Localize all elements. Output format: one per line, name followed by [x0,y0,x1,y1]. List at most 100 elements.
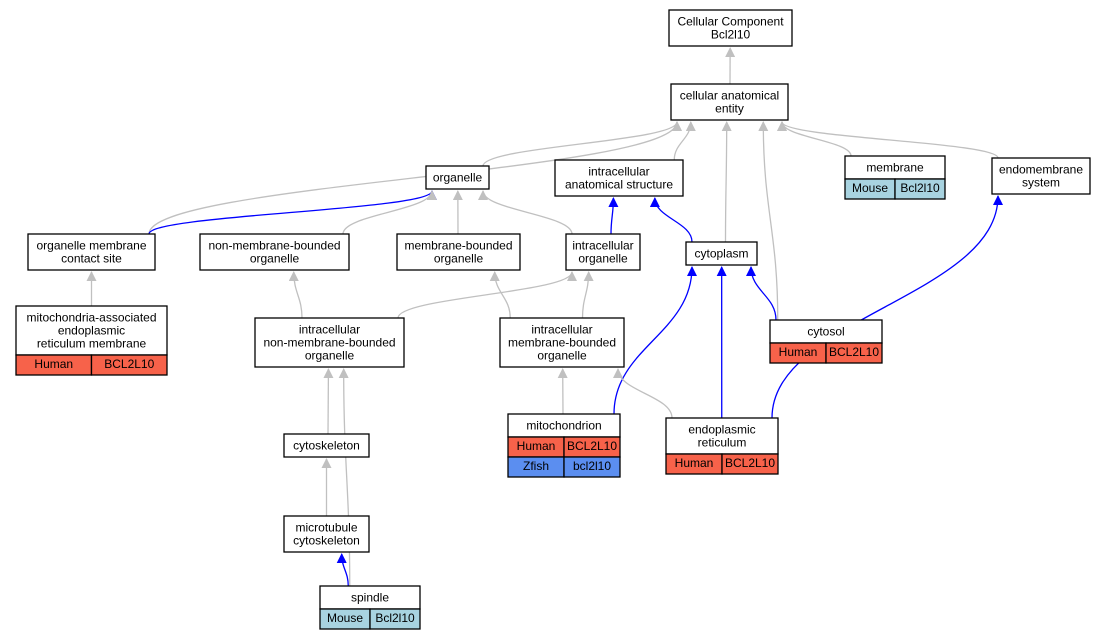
is-a-edge-er-to-imbo [613,368,673,419]
term-label-line: reticulum membrane [37,337,147,351]
term-label-line: cytoskeleton [293,534,360,548]
term-node-inmbo[interactable]: intracellularnon-membrane-boundedorganel… [254,317,405,368]
gene-cell [563,456,621,478]
term-label-line: membrane [866,161,924,175]
part-of-edge-spindle-to-mtcs [336,553,349,587]
gene-label: Bcl2l10 [900,181,940,195]
gene-cell [721,453,779,475]
gene-cell [90,354,168,376]
term-box [554,159,684,197]
is-a-edge-endomembrane-to-cae [777,121,999,159]
term-label-line: Cellular Component [677,15,784,29]
term-box [27,233,156,271]
is-a-edge-io-to-organelle [478,190,573,235]
term-label-line: endoplasmic [58,324,125,338]
term-box [499,317,625,368]
species-label: Zfish [523,459,549,473]
gene-cell [825,342,883,364]
term-label-line: cellular anatomical [680,89,779,103]
term-label-line: microtubule [295,521,357,535]
term-label-line: organelle [578,252,628,266]
gene-label: bcl2l10 [573,459,611,473]
is-a-edge-spindle-to-inmbo [338,368,351,587]
is-a-edge-cytosol-to-cae [758,121,779,321]
term-label-line: reticulum [698,436,747,450]
gene-cell [369,608,421,630]
term-label-line: contact site [61,252,122,266]
term-box [254,317,405,368]
gene-label: BCL2L10 [567,439,617,453]
gene-label: Bcl2l10 [375,611,415,625]
term-label-line: anatomical structure [565,178,673,192]
term-label-line: mitochondrion [526,419,601,433]
term-box [425,165,490,190]
is-a-edge-cytoplasm-to-cae [721,121,732,243]
term-label-line: cytoskeleton [293,439,360,453]
term-label-line: non-membrane-bounded [263,336,395,350]
species-label: Mouse [852,181,888,195]
term-label-line: organelle membrane [36,239,146,253]
term-label-line: spindle [351,591,389,605]
term-label-line: endomembrane [999,163,1083,177]
part-of-edge-mito-to-cytoplasm [613,266,697,415]
part-of-edge-cytoplasm-to-ias [649,197,693,243]
term-label-line: endoplasmic [688,423,755,437]
term-node-mam[interactable]: mitochondria-associatedendoplasmicreticu… [15,305,168,376]
term-label-line: Bcl2l10 [711,28,751,42]
part-of-edge-er-to-endomembrane [771,195,1003,419]
term-box [283,515,370,553]
is-a-edge-imbo-to-mbo [489,271,511,319]
term-box [199,233,350,271]
term-label-line: membrane-bounded [508,336,616,350]
part-of-edge-io-to-ias [608,197,619,235]
term-label-line: intracellular [299,323,360,337]
term-node-organelle[interactable]: organelle [425,165,490,190]
term-label-line: entity [715,102,744,116]
species-label: Human [517,439,556,453]
is-a-edge-imbo-to-io [581,271,594,319]
term-box [15,305,168,356]
term-label-line: cytosol [807,325,844,339]
species-label: Human [779,345,818,359]
part-of-edge-cytosol-to-cytoplasm [746,266,777,321]
term-label-line: organelle [305,349,355,363]
term-box [668,9,793,47]
is-a-edge-omcs-to-cae [148,121,682,235]
gene-label: BCL2L10 [829,345,879,359]
gene-label: BCL2L10 [104,357,154,371]
term-label-line: organelle [433,171,483,185]
edges-layer [86,47,1003,587]
term-node-cytoskeleton[interactable]: cytoskeleton [283,433,370,458]
term-label-line: system [1022,176,1060,190]
gene-cell [894,178,946,200]
term-box [565,233,641,271]
term-label-line: organelle [250,252,300,266]
species-label: Mouse [327,611,363,625]
term-label-line: cytoplasm [694,247,748,261]
term-label-line: mitochondria-associated [26,311,156,325]
term-label-line: intracellular [572,239,633,253]
term-node-cytoplasm[interactable]: cytoplasm [685,241,758,266]
species-label: Human [34,357,73,371]
is-a-edge-ias-to-cae [673,121,696,161]
term-box [991,157,1091,195]
term-box [670,83,789,121]
term-label-line: membrane-bounded [404,239,512,253]
